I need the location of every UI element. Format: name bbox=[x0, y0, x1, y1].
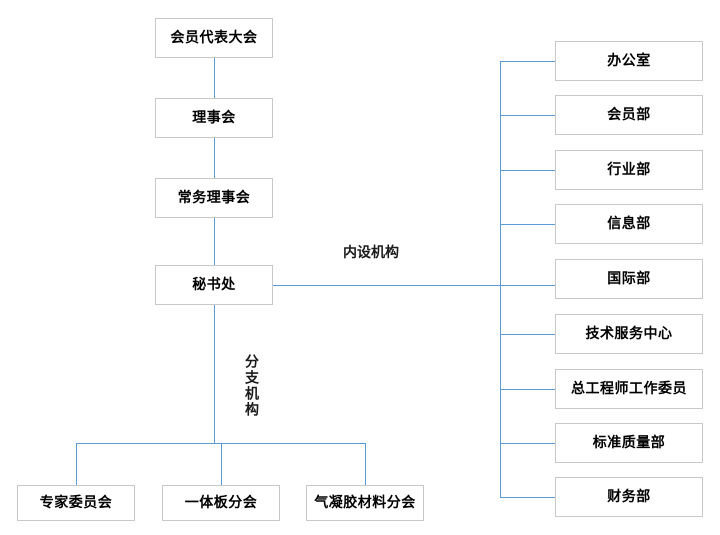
edge-label-branch-units: 分支机构 bbox=[243, 352, 259, 420]
connector-stub-internal-7 bbox=[500, 443, 555, 444]
node-label: 常务理事会 bbox=[177, 190, 251, 206]
node-label: 技术服务中心 bbox=[585, 326, 673, 342]
node-label: 专家委员会 bbox=[39, 495, 113, 511]
node-label: 一体板分会 bbox=[184, 495, 258, 511]
node-label: 办公室 bbox=[607, 53, 651, 69]
node-branch-integrated-panel[interactable]: 一体板分会 bbox=[162, 485, 280, 521]
node-branch-expert-committee[interactable]: 专家委员会 bbox=[17, 485, 135, 521]
connector-stub-internal-0 bbox=[500, 61, 555, 62]
node-label: 信息部 bbox=[607, 216, 651, 232]
node-label: 行业部 bbox=[607, 162, 651, 178]
node-internal-finance[interactable]: 财务部 bbox=[555, 477, 703, 517]
connector-stub-internal-3 bbox=[500, 224, 555, 225]
node-label: 理事会 bbox=[192, 110, 236, 126]
connector-stub-internal-2 bbox=[500, 170, 555, 171]
node-internal-international[interactable]: 国际部 bbox=[555, 259, 703, 299]
connector-stub-internal-1 bbox=[500, 115, 555, 116]
node-standing-council[interactable]: 常务理事会 bbox=[155, 178, 273, 218]
connector-branch-drop-0 bbox=[76, 443, 77, 485]
connector-internal-trunk bbox=[500, 61, 501, 497]
node-label: 标准质量部 bbox=[592, 435, 666, 451]
node-member-congress[interactable]: 会员代表大会 bbox=[155, 18, 273, 58]
node-internal-office[interactable]: 办公室 bbox=[555, 41, 703, 81]
node-label: 总工程师工作委员 bbox=[571, 381, 687, 397]
connector-congress-to-council bbox=[214, 58, 215, 98]
edge-label-internal-units: 内设机构 bbox=[343, 245, 399, 261]
node-internal-information[interactable]: 信息部 bbox=[555, 204, 703, 244]
node-label: 财务部 bbox=[607, 489, 651, 505]
node-label: 秘书处 bbox=[192, 277, 236, 293]
connector-standing-council-to-secretariat bbox=[214, 218, 215, 265]
node-internal-industry[interactable]: 行业部 bbox=[555, 150, 703, 190]
connector-branch-drop-2 bbox=[365, 443, 366, 485]
connector-secretariat-to-internal-trunk bbox=[273, 285, 501, 286]
node-internal-membership[interactable]: 会员部 bbox=[555, 95, 703, 135]
connector-stub-internal-4 bbox=[500, 285, 555, 286]
node-secretariat[interactable]: 秘书处 bbox=[155, 265, 273, 305]
node-label: 气凝胶材料分会 bbox=[314, 495, 416, 511]
connector-secretariat-to-branch-bar bbox=[214, 305, 215, 443]
connector-stub-internal-8 bbox=[500, 497, 555, 498]
node-branch-aerogel-materials[interactable]: 气凝胶材料分会 bbox=[306, 485, 424, 521]
node-label: 会员部 bbox=[607, 107, 651, 123]
node-label: 国际部 bbox=[607, 271, 651, 287]
node-internal-chief-engineer-committee[interactable]: 总工程师工作委员 bbox=[555, 369, 703, 409]
connector-stub-internal-6 bbox=[500, 389, 555, 390]
node-council[interactable]: 理事会 bbox=[155, 98, 273, 138]
connector-stub-internal-5 bbox=[500, 334, 555, 335]
connector-council-to-standing-council bbox=[214, 138, 215, 178]
node-label: 会员代表大会 bbox=[170, 30, 258, 46]
connector-branch-drop-1 bbox=[221, 443, 222, 485]
node-internal-standards-quality[interactable]: 标准质量部 bbox=[555, 423, 703, 463]
node-internal-tech-service-center[interactable]: 技术服务中心 bbox=[555, 314, 703, 354]
